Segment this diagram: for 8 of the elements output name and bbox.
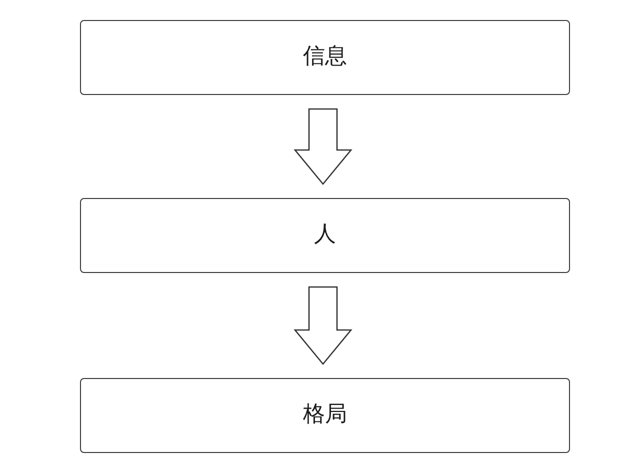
process-box	[80, 378, 570, 453]
hollow-down-arrow	[294, 108, 352, 186]
process-box	[80, 20, 570, 95]
box-label: 信息	[303, 44, 347, 71]
box-label: 人	[314, 222, 336, 249]
box-label: 格局	[303, 402, 347, 429]
hollow-down-arrow	[294, 286, 352, 366]
process-box	[80, 198, 570, 273]
